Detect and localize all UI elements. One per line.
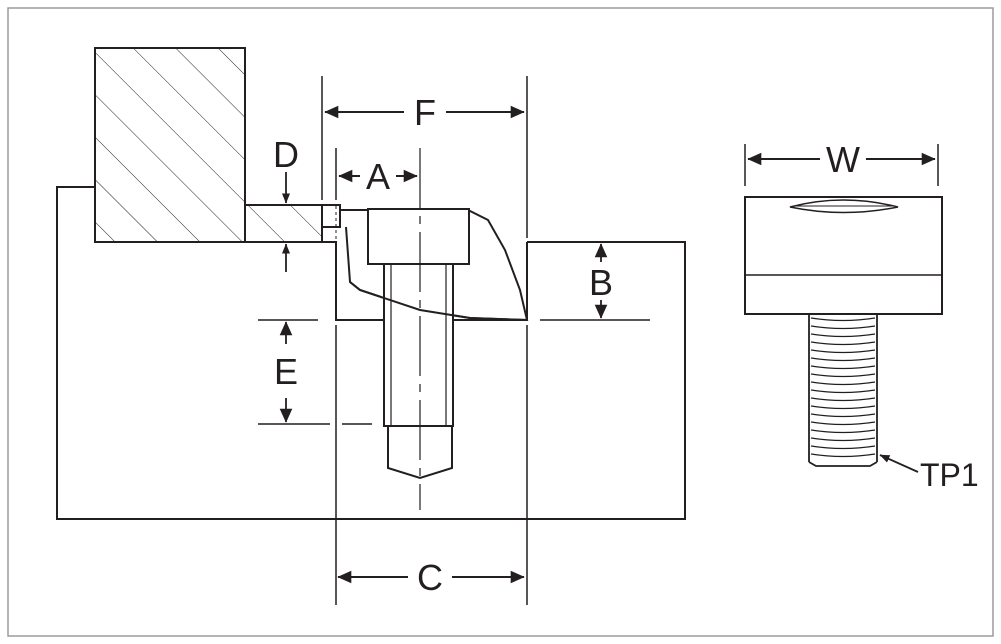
label-b: B [589,262,613,303]
dimension-e: E [274,321,298,423]
dimension-a: A [338,156,418,197]
label-e: E [274,351,298,392]
label-a: A [366,156,390,197]
threaded-shank [808,314,878,467]
label-c: C [417,557,443,598]
dimension-d: D [273,134,299,272]
thread-tip [808,461,878,467]
label-tp1: TP1 [920,457,979,493]
dimension-b: B [589,243,613,319]
label-w: W [826,139,860,180]
dimension-f: F [324,92,525,133]
tp1-callout: TP1 [879,454,979,493]
dimension-w: W [744,139,939,186]
hatched-workpiece [94,47,322,243]
screw-head-clamp [367,208,470,265]
label-f: F [414,92,436,133]
screw-shank [383,263,454,480]
thread-lines [810,317,876,458]
figure-border [7,7,994,637]
label-d: D [273,134,299,175]
screw-head-detail [744,196,943,315]
dimension-c: C [337,557,525,598]
